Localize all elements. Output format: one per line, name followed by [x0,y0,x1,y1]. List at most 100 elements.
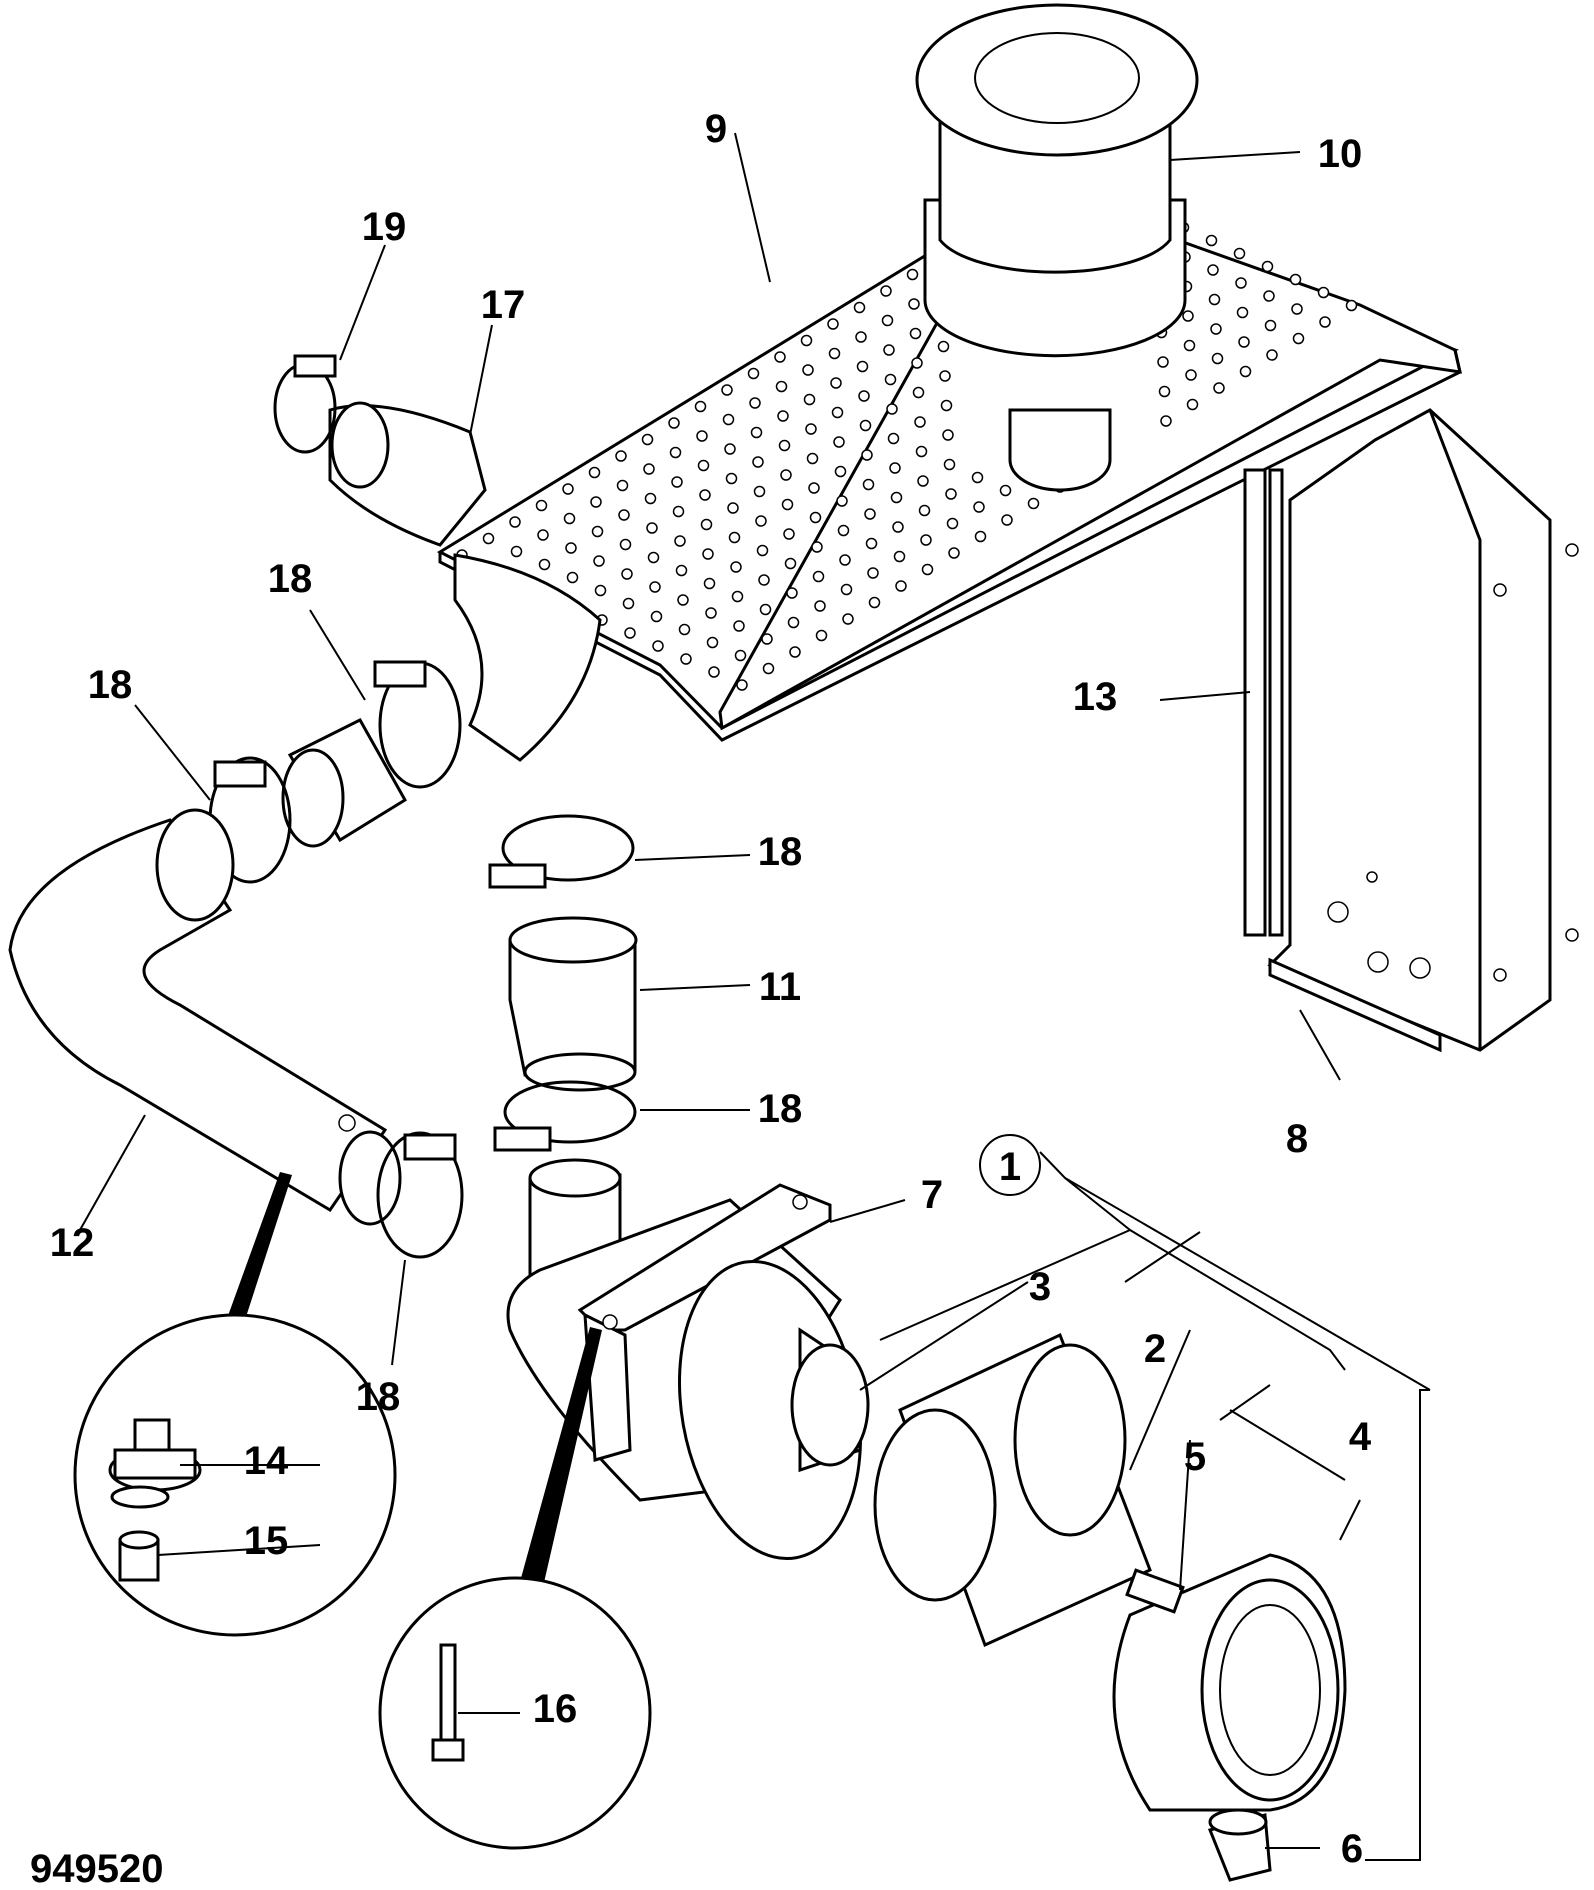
plate-hole [999,484,1012,497]
connector-sleeve [281,718,408,848]
plate-hole [786,587,798,599]
plate-hole [889,462,901,474]
plate-hole [948,547,960,559]
plate-hole [1239,365,1252,378]
plate-hole [762,662,775,675]
plate-hole [510,545,523,558]
plate-hole [649,581,661,593]
plate-hole [828,347,841,360]
plate-hole [814,600,826,612]
plate-hole [728,531,741,544]
plate-hole [618,509,630,521]
hose-clamp-18-center-top [488,814,635,889]
plate-hole [594,584,607,597]
plate-hole [756,544,769,557]
callout-labels: 1 2 3 4 5 6 7 8 9 10 11 12 13 14 15 16 1… [50,107,1372,1871]
callout-18-upper-right: 18 [268,557,313,601]
plate-hole [1185,369,1197,381]
plate-hole [644,492,657,505]
plate-hole [831,406,844,419]
plate-hole [784,557,797,570]
plate-hole [918,504,931,517]
plate-hole [880,285,892,297]
plate-hole [858,390,870,402]
plate-hole [725,472,738,485]
plate-hole [482,532,495,545]
plate-hole [675,564,688,577]
plate-hole [815,629,828,642]
plate-hole [1182,310,1194,322]
plate-hole [588,466,601,479]
plate-hole [1186,398,1199,411]
plate-hole [747,367,760,380]
clip-5 [1125,1568,1185,1614]
plate-hole [1160,415,1172,427]
callout-17: 17 [481,283,526,327]
plate-hole [812,570,825,583]
plate-hole [943,458,956,471]
plate-hole [624,627,636,639]
plate-hole [646,522,658,534]
hose-17 [328,401,487,547]
plate-hole [1235,277,1247,289]
plate-hole [703,577,716,590]
callout-14: 14 [244,1439,289,1483]
plate-hole [939,370,951,382]
plate-hole [893,550,906,563]
plate-hole [668,417,680,429]
plate-hole [886,403,898,415]
plate-hole [706,636,719,649]
plate-hole [937,340,950,353]
plate-hole [827,318,839,330]
plate-hole [1264,319,1277,332]
plate-hole [1158,385,1171,398]
plate-hole [759,603,772,616]
callout-13: 13 [1073,675,1118,719]
plate-hole [800,334,813,347]
plate-hole [1345,299,1358,312]
plate-hole [881,314,894,327]
plate-hole [593,555,605,567]
plate-hole [643,463,655,475]
plate-hole [669,446,682,459]
plate-hole [839,554,851,566]
plate-hole [805,423,817,435]
plate-hole [1292,332,1305,345]
plate-hole [867,567,879,579]
plate-hole [946,517,959,530]
plate-hole [920,534,932,546]
callout-2: 2 [1144,1327,1166,1371]
assembly-callout-circle [979,1134,1041,1196]
callout-12: 12 [50,1221,95,1265]
hose-clamp-18-lower-left [376,1131,464,1259]
plate-hole [674,535,686,547]
plate-hole [537,529,549,541]
plate-hole [749,397,761,409]
plate-hole [535,499,548,512]
plate-hole [591,525,604,538]
plate-hole [883,344,895,356]
plate-hole [1261,260,1274,273]
plate-hole [761,633,773,645]
plate-hole [736,679,748,691]
plate-hole [700,518,713,531]
plate-hole [1157,356,1169,368]
plate-hole [727,502,739,514]
callout-18-center-bottom: 18 [758,1087,803,1131]
plate-hole [563,512,576,525]
drawing-number: 949520 [30,1847,163,1890]
elbow-hose-12 [8,808,402,1226]
plate-hole [861,449,873,461]
plate-hole [914,416,926,428]
callout-19: 19 [362,205,407,249]
plate-hole [730,561,742,573]
callout-18-upper-left: 18 [88,663,133,707]
plate-hole [1317,286,1330,299]
plate-hole [808,482,820,494]
plate-hole [917,475,929,487]
plate-hole [1236,306,1249,319]
plate-hole [803,393,816,406]
plate-hole [1001,514,1013,526]
plate-hole [892,521,904,533]
plate-hole [619,538,632,551]
